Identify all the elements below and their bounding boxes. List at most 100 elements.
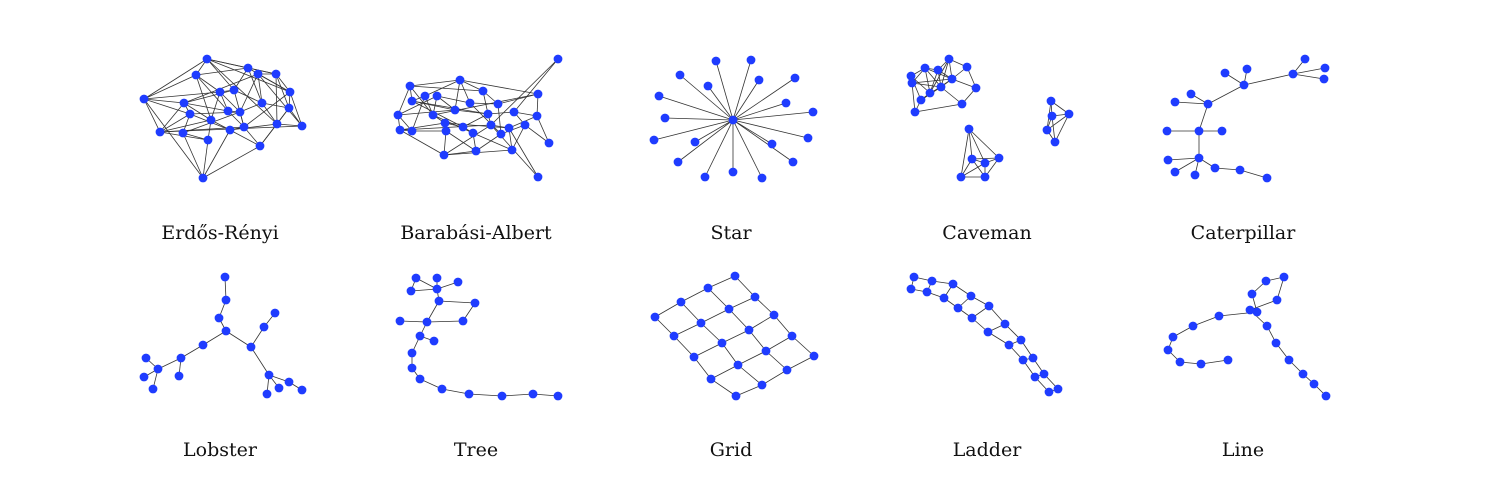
graph-edge [247,67,277,75]
graph-edge [397,85,411,116]
graph-node [703,81,713,91]
graph-edge [914,103,963,113]
graph-node [967,313,977,323]
graph-edge [968,128,986,164]
graph-edge [159,113,191,133]
graph-node [1030,372,1040,382]
graph-label-erdos-renyi: Erdős-Rényi [161,222,278,244]
graph-node [191,70,201,80]
graph-node [214,313,224,323]
graph-edge [195,74,212,121]
graph-node [984,301,994,311]
graph-node [1053,384,1063,394]
graph-edge [1192,315,1220,327]
graph-node [767,139,777,149]
graph-edge [728,308,750,331]
graph-node [700,172,710,182]
graph-edge [680,301,702,324]
graph-edge [920,78,953,101]
graph-node [1196,359,1206,369]
graph-node [464,389,474,399]
graph-node [471,146,481,156]
graph-edge [143,91,221,100]
graph-node [1262,173,1272,183]
graph-node [422,317,432,327]
graph-edge [202,139,209,179]
graph-edge [968,128,1000,159]
graph-edge [653,119,734,141]
graph-node [689,352,699,362]
graph-node [711,56,721,66]
graph-edge [202,129,231,179]
graph-edge [710,364,739,380]
graph-edge [680,287,709,303]
graph-edge [438,300,476,304]
graph-label-line: Line [1222,439,1264,461]
graph-node [1252,307,1262,317]
graph-node [754,75,764,85]
graph-edge [511,124,526,151]
graph-node [676,297,686,307]
graph-node [1016,335,1026,345]
graph-edge [202,145,261,179]
graph-edge [1207,84,1245,105]
graph-edge [143,74,197,100]
graph-node [243,63,253,73]
graph-node [174,371,184,381]
graph-node [274,383,284,393]
graph-edge [704,119,734,178]
graph-node [415,331,425,341]
graph-edge [497,103,502,135]
graph-node [239,122,249,132]
graph-edge [960,128,970,178]
graph-edge [195,67,249,76]
graph-edge [707,85,734,121]
graph-node [948,279,958,289]
graph-node [654,91,664,101]
graph-node [437,384,447,394]
graph-node [746,55,756,65]
graph-node [225,125,235,135]
graph-node [962,62,972,72]
graph-node [1321,391,1331,401]
graph-node [255,141,265,151]
graph-node [465,98,475,108]
graph-node [728,115,738,125]
graph-label-barabasi-albert: Barabási-Albert [400,222,552,244]
graph-edge [426,320,464,323]
graph-edge [239,73,259,113]
graph-edge [225,330,252,348]
graph-node [1223,355,1233,365]
graph-node [1261,276,1271,286]
graph-edge [275,73,278,125]
graph-node [750,292,760,302]
graph-node [1309,379,1319,389]
graph-edge [189,111,241,115]
graph-label-lobster: Lobster [183,439,258,461]
graph-tree: Tree [395,273,563,461]
graph-node [1042,125,1052,135]
graph-lobster: Lobster [139,272,307,461]
graph-node [407,126,417,136]
graph-node [486,120,496,130]
graph-node [405,81,415,91]
graph-edge [1249,299,1278,311]
graph-edge [721,329,750,344]
graph-node [253,69,263,79]
graph-node [284,103,294,113]
graph-edge [257,73,291,93]
graph-node [1245,305,1255,315]
graph-node [395,316,405,326]
graph-node [215,87,225,97]
graph-node [1272,295,1282,305]
graph-node [221,295,231,305]
graph-node [393,110,403,120]
graph-edge [409,85,484,92]
graph-node [432,284,442,294]
graph-node [429,336,439,346]
graph-node [1188,321,1198,331]
graph-node [272,119,282,129]
graph-edge [443,124,492,156]
graph-node [690,137,700,147]
graph-edge [732,79,760,121]
